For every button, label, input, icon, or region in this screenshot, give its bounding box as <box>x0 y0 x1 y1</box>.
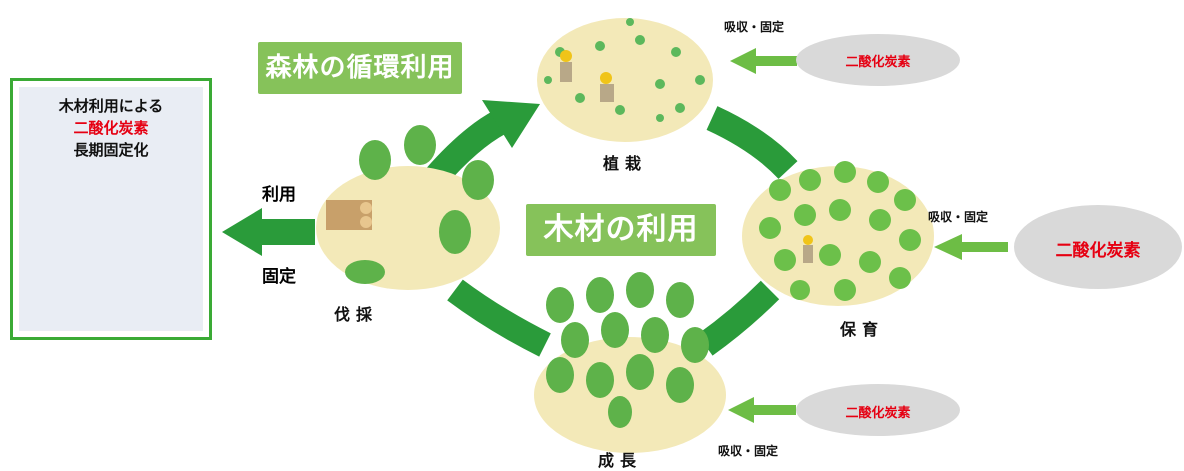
growth-ground <box>534 337 726 453</box>
arrow-harvest-to-planting <box>425 110 507 187</box>
cycle-arrows <box>425 100 798 357</box>
arrow-nurturing-to-growth <box>697 280 780 356</box>
arrow-head-planting <box>482 100 540 148</box>
nurturing-worker <box>803 235 813 263</box>
co2-bubble-bottom <box>796 384 960 436</box>
left-arrow-label-use: 利用 <box>262 185 296 205</box>
co2-label-bottom: 二酸化炭素 <box>845 406 911 421</box>
stage-label-planting: 植栽 <box>603 154 648 173</box>
planting-workers <box>560 50 614 102</box>
planting-ground <box>537 18 713 142</box>
left-arrow-label-fix: 固定 <box>262 267 296 287</box>
absorb-label-top: 吸収・固定 <box>724 20 785 34</box>
panel-line-2-co2: 二酸化炭素 <box>73 119 149 137</box>
absorb-label-right: 吸収・固定 <box>928 210 989 224</box>
forest-cycle-banner: 森林の循環利用 <box>258 42 462 94</box>
arrow-growth-to-harvest <box>447 279 551 357</box>
arrow-planting-to-nurturing <box>706 106 798 180</box>
panel-background <box>19 87 203 331</box>
wood-use-banner: 木材の利用 <box>526 204 716 256</box>
co2-label-top: 二酸化炭素 <box>845 55 911 70</box>
nurturing-ground <box>742 166 934 306</box>
co2-bubble-right <box>1014 205 1182 289</box>
panel-line-1: 木材利用による <box>58 97 164 115</box>
stage-label-growth: 成長 <box>598 451 643 470</box>
stage-label-nurturing: 保育 <box>840 320 885 339</box>
panel-line-3: 長期固定化 <box>73 141 149 159</box>
nurturing-trees <box>759 161 921 301</box>
absorb-label-bottom: 吸収・固定 <box>718 444 779 458</box>
co2-label-right: 二酸化炭素 <box>1055 241 1141 261</box>
wood-use-panel: 木材利用による 二酸化炭素 長期固定化 <box>10 78 212 340</box>
growth-trees <box>546 272 709 428</box>
harvest-trees <box>345 125 494 284</box>
co2-bubble-top <box>796 34 960 86</box>
stage-label-harvest: 伐採 <box>334 305 379 324</box>
left-arrow <box>222 208 315 256</box>
log-pile <box>326 200 372 230</box>
co2-arrows <box>728 48 1008 423</box>
harvest-ground <box>316 166 500 290</box>
